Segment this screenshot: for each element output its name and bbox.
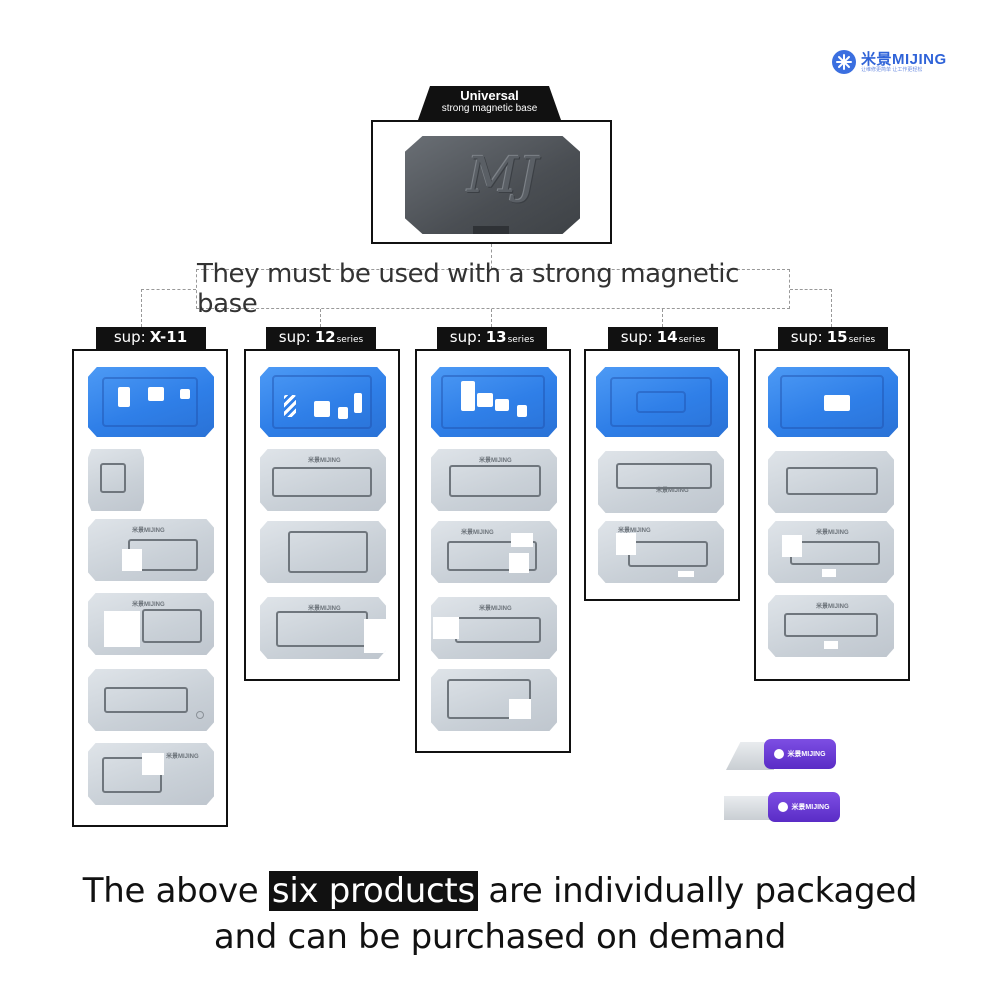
pry-tool-blade xyxy=(724,796,774,820)
blue-platform-image xyxy=(260,367,386,437)
connector-line xyxy=(320,309,321,327)
base-frame: MJ xyxy=(371,120,612,244)
stencil-plate-image: 米景MIJING xyxy=(768,521,894,583)
stencil-plate-image: 米景MIJING xyxy=(431,521,557,583)
footer-before: The above xyxy=(82,871,259,911)
brand-tagline: 让维修更简单 让工作更轻松 xyxy=(861,66,923,73)
column-label-13: sup: 13 series xyxy=(437,327,547,349)
tool-logo-icon xyxy=(774,749,785,759)
blue-platform-image xyxy=(431,367,557,437)
stencil-plate-image: 米景MIJING xyxy=(88,519,214,581)
base-title-tab: Universal strong magnetic base xyxy=(418,86,561,120)
connector-line xyxy=(491,244,492,269)
brand-logo: 米景MIJING 让维修更简单 让工作更轻松 xyxy=(832,50,947,74)
stencil-plate-image: 米景MIJING xyxy=(88,593,214,655)
footer-after: are individually packaged xyxy=(488,871,918,911)
brand-mark-icon xyxy=(832,50,856,74)
column-label-12: sup: 12 series xyxy=(266,327,376,349)
connector-line xyxy=(790,289,832,327)
column-box-14: 米景MIJING 米景MIJING xyxy=(584,349,740,601)
stencil-plate-image: 米景MIJING xyxy=(431,597,557,659)
stencil-plate-image xyxy=(260,521,386,583)
connector-line xyxy=(662,309,663,327)
pry-tool-handle: 米景MIJING xyxy=(768,792,840,822)
stencil-plate-image: 米景MIJING xyxy=(260,597,386,659)
footer-line2: and can be purchased on demand xyxy=(213,917,787,957)
column-box-x11: 米景MIJING 米景MIJING 米景MIJING xyxy=(72,349,228,827)
column-box-15: 米景MIJING 米景MIJING xyxy=(754,349,910,681)
blue-platform-image xyxy=(88,367,214,437)
base-notch xyxy=(473,226,509,234)
magnetic-base-image: MJ xyxy=(405,136,580,234)
base-title: Universal xyxy=(460,88,519,103)
stencil-plate-image: 米景MIJING xyxy=(88,743,214,805)
connector-line xyxy=(491,309,492,327)
stencil-plate-image xyxy=(768,451,894,513)
stencil-plate-image: 米景MIJING xyxy=(768,595,894,657)
footer-highlight: six products xyxy=(268,871,478,911)
stencil-plate-image: 米景MIJING xyxy=(598,451,724,513)
stencil-plate-image: 米景MIJING xyxy=(598,521,724,583)
stencil-plate-image xyxy=(88,449,144,511)
base-logo-mark: MJ xyxy=(467,146,539,204)
stencil-plate-image xyxy=(88,669,214,731)
brand-name: 米景MIJING xyxy=(861,50,947,68)
stencil-plate-image: 米景MIJING xyxy=(431,449,557,511)
usage-note: They must be used with a strong magnetic… xyxy=(196,259,790,319)
column-box-13: 米景MIJING 米景MIJING 米景MIJING xyxy=(415,349,571,753)
column-box-12: 米景MIJING 米景MIJING xyxy=(244,349,400,681)
column-label-x11: sup: X-11 xyxy=(96,327,206,349)
column-label-15: sup: 15 series xyxy=(778,327,888,349)
tool-logo-icon xyxy=(778,802,789,812)
base-subtitle: strong magnetic base xyxy=(441,103,538,114)
footer-caption: The above six products are individually … xyxy=(0,868,1000,960)
connector-line xyxy=(141,289,196,327)
blue-platform-image xyxy=(768,367,898,437)
stencil-plate-image xyxy=(431,669,557,731)
pry-tool-handle: 米景MIJING xyxy=(764,739,836,769)
blue-platform-image xyxy=(596,367,728,437)
column-label-14: sup: 14 series xyxy=(608,327,718,349)
stencil-plate-image: 米景MIJING xyxy=(260,449,386,511)
